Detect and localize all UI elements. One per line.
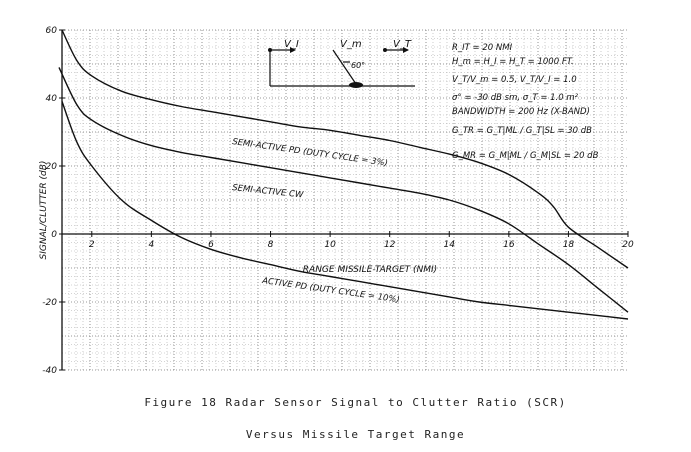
series-line-2 [61,101,629,320]
x-tick-label: 4 [149,240,155,250]
label-vm: V_m [340,39,362,50]
interceptor-dot-icon [268,48,272,52]
x-tick-label: 10 [324,240,336,250]
label-vt: V_T [393,39,412,50]
x-tick-label: 2 [89,240,95,250]
x-tick-label: 12 [384,240,396,250]
param-rit: R_IT = 20 NMI [452,43,513,53]
param-gtr: G_TR = G_T|ML / G_T|SL = 30 dB [452,126,592,136]
tick-labels: 2 4 6 8 10 12 14 16 18 20 60 40 20 0 -20 -40 [42,26,634,376]
geometry-sketch [269,49,415,87]
y-tick-label: 40 [46,94,58,104]
y-tick-label: 60 [46,26,58,36]
target-dot-icon [383,48,387,52]
y-tick-label: -20 [42,298,57,308]
grid [61,29,628,371]
arrow-vm [332,49,357,85]
y-tick-label: -40 [42,366,57,376]
param-heights: H_m = H_I = H_T = 1000 FT. [452,57,574,67]
x-tick-label: 16 [503,240,515,250]
series-label-semi-active-pd: SEMI-ACTIVE PD (DUTY CYCLE = 3%) [232,137,389,169]
x-tick-label: 14 [444,240,456,250]
axes [61,30,628,370]
series-label-active-pd: ACTIVE PD (DUTY CYCLE = 10%) [261,276,401,305]
label-vi: V_I [284,39,299,50]
arrowhead-vt-icon [403,47,409,53]
x-tick-label: 8 [268,240,274,250]
x-tick-label: 6 [208,240,214,250]
figure-caption-line-1: Figure 18 Radar Sensor Signal to Clutter… [144,396,567,409]
param-velocity-ratios: V_T/V_m = 0.5, V_T/V_I = 1.0 [452,75,577,85]
x-tick-label: 20 [622,240,634,250]
x-tick-label: 18 [563,240,575,250]
series-label-semi-active-cw: SEMI-ACTIVE CW [232,183,305,200]
y-axis-label: SIGNAL/CLUTTER (dB) [39,161,49,260]
y-tick-label: 0 [51,230,57,240]
missile-blob-icon [349,82,363,88]
y-tick-label: 20 [46,162,58,172]
label-angle: 60° [351,61,365,70]
param-bandwidth: BANDWIDTH = 200 Hz (X-BAND) [452,107,590,117]
param-gmr: G_MR = G_M|ML / G_M|SL = 20 dB [452,151,599,161]
arrowhead-vi-icon [290,47,296,53]
series-line-0 [61,29,629,269]
series-line-1 [58,67,629,313]
param-rcs: σ° = -30 dB sm, σ_T = 1.0 m² [452,93,579,103]
parameter-block: R_IT = 20 NMI H_m = H_I = H_T = 1000 FT.… [452,43,599,161]
series [58,29,629,320]
x-axis-label: RANGE MISSILE-TARGET (NMI) [303,265,437,275]
figure-caption-line-2: Versus Missile Target Range [245,428,466,441]
